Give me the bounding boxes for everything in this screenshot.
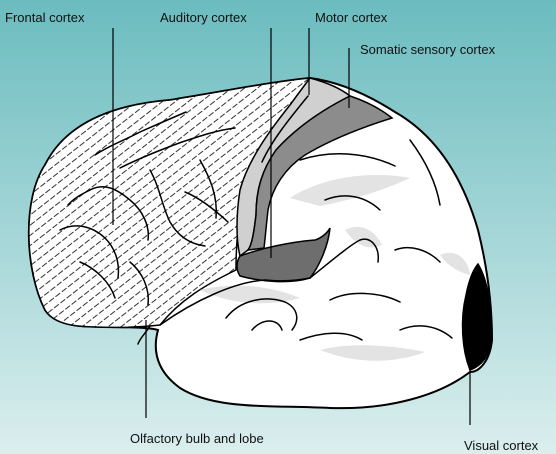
visual-cortex-label: Visual cortex <box>464 439 538 452</box>
auditory-cortex-label: Auditory cortex <box>160 11 247 24</box>
olfactory-bulb-label: Olfactory bulb and lobe <box>130 432 264 445</box>
motor-cortex-label: Motor cortex <box>315 11 387 24</box>
frontal-cortex-label: Frontal cortex <box>5 11 84 24</box>
somatic-sensory-cortex-label: Somatic sensory cortex <box>360 43 495 56</box>
